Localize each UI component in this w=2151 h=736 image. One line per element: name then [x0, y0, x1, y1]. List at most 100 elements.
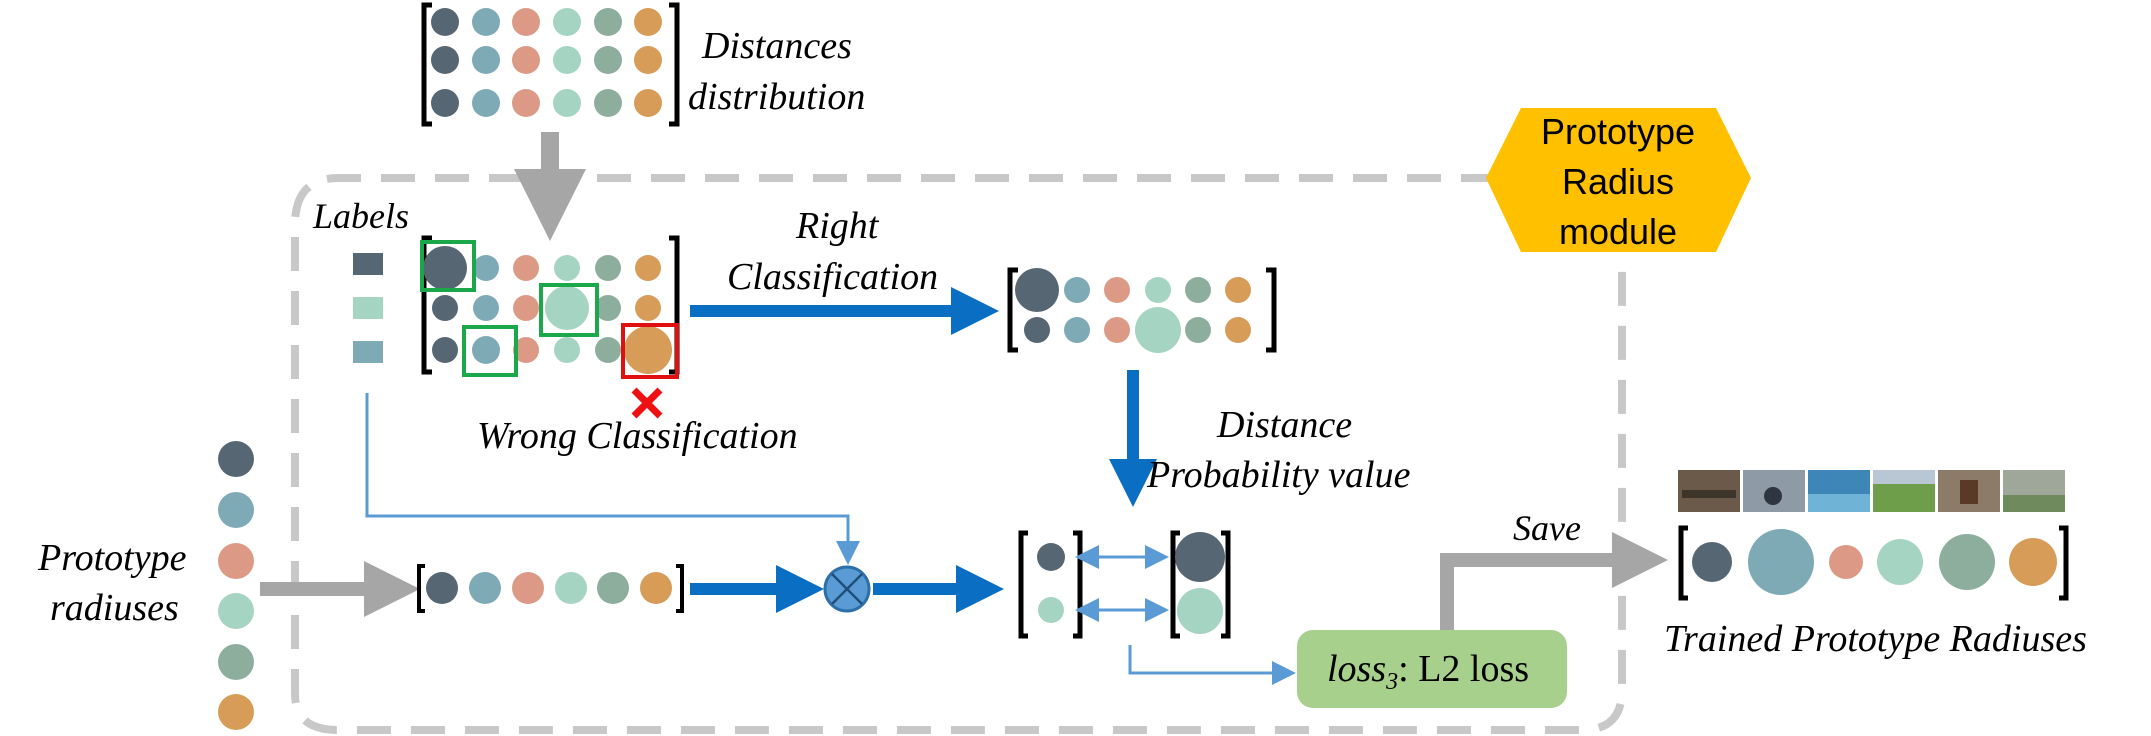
radius-row-dot: [555, 572, 587, 604]
target-probability-matrix: [1170, 530, 1231, 639]
prototype-radius-column: [218, 441, 254, 730]
right-label-line1: Right: [795, 205, 880, 247]
right-classification-matrix: [1007, 267, 1277, 353]
radius-column-dot: [218, 441, 254, 477]
loss-label: loss3: L2 loss: [1327, 648, 1529, 695]
save-arrow: [1440, 532, 1668, 630]
distances-label-line2: distribution: [688, 76, 865, 118]
radius-column-dot: [218, 543, 254, 579]
classification-dot: [472, 336, 500, 364]
trained-label: Trained Prototype Radiuses: [1664, 618, 2087, 660]
trained-radius-dot: [2009, 538, 2057, 586]
distance-dot: [431, 46, 459, 74]
correct-box-2: [539, 283, 599, 337]
classification-dot: [635, 255, 661, 281]
label-swatch-1: [353, 253, 383, 275]
classification-dot: [513, 295, 539, 321]
radius-column-dot: [218, 694, 254, 730]
right-dot: [1225, 317, 1251, 343]
module-line3: module: [1559, 211, 1677, 252]
distance-dot: [472, 46, 500, 74]
classification-dot: [473, 255, 499, 281]
label-swatch-3: [353, 341, 383, 363]
right-dot: [1024, 317, 1050, 343]
classification-dot: [432, 337, 458, 363]
classification-dot: [513, 255, 539, 281]
save-label: Save: [1513, 508, 1581, 548]
trained-radius-matrix: [1678, 525, 2069, 601]
distance-dot: [512, 8, 540, 36]
distance-dot: [431, 8, 459, 36]
distances-label-line1: Distances: [701, 25, 852, 67]
module-line2: Radius: [1562, 161, 1674, 202]
predicted-radius-matrix: [1018, 530, 1083, 639]
to-loss-arrow: [1128, 645, 1296, 685]
trained-radius-dot: [1829, 545, 1863, 579]
right-dot: [1185, 317, 1211, 343]
trained-radius-dot: [1877, 539, 1923, 585]
distance-prob-line2: Probability value: [1146, 454, 1411, 496]
distances-distribution-matrix: [421, 2, 680, 127]
red-x-icon: [631, 387, 663, 419]
distance-dot: [634, 46, 662, 74]
radius-row-dot: [469, 572, 501, 604]
right-dot: [1104, 277, 1130, 303]
label-route-line: [365, 393, 860, 565]
distance-dot: [594, 8, 622, 36]
prototype-radiuses-line2: radiuses: [50, 587, 179, 629]
right-dot: [1064, 317, 1090, 343]
classification-dot: [545, 286, 589, 330]
correct-box-1: [420, 240, 476, 292]
classification-dot: [624, 326, 672, 374]
wrong-box: [621, 323, 679, 379]
right-dot: [1064, 277, 1090, 303]
trained-radius-dot: [1692, 542, 1732, 582]
wrong-classification-label: Wrong Classification: [477, 415, 798, 457]
distance-dot: [553, 8, 581, 36]
right-dot: [1104, 317, 1130, 343]
distance-dot: [553, 89, 581, 117]
labels-title: Labels: [312, 196, 409, 236]
module-boundary: [291, 174, 1626, 734]
classification-dot: [554, 255, 580, 281]
distance-dot: [594, 89, 622, 117]
distance-prob-line1: Distance: [1216, 404, 1352, 446]
distance-dot: [634, 8, 662, 36]
distance-dot: [553, 46, 581, 74]
right-dot: [1185, 277, 1211, 303]
classification-dot: [635, 295, 661, 321]
radius-column-dot: [218, 492, 254, 528]
radius-column-dot: [218, 593, 254, 629]
radius-row-dot: [640, 572, 672, 604]
right-dot: [1015, 268, 1059, 312]
prototype-radius-module-badge: Prototype Radius module: [1486, 108, 1751, 252]
classification-dot: [473, 295, 499, 321]
circled-x-icon: [823, 565, 871, 613]
right-dot: [1145, 277, 1171, 303]
video-thumbnails: [1678, 470, 2065, 512]
radius-row-dot: [597, 572, 629, 604]
module-line1: Prototype: [1541, 111, 1695, 152]
trained-radius-dot: [1939, 534, 1995, 590]
classification-matrix: [420, 235, 680, 379]
right-label-line2: Classification: [727, 256, 938, 298]
classification-dot: [423, 246, 467, 290]
radius-row-dot: [512, 572, 544, 604]
right-dot: [1225, 277, 1251, 303]
distance-dot: [594, 46, 622, 74]
radius-row-dot: [426, 572, 458, 604]
classification-dot: [554, 337, 580, 363]
label-swatch-2: [353, 297, 383, 319]
distance-dot: [472, 89, 500, 117]
distance-dot: [634, 89, 662, 117]
distance-dot: [472, 8, 500, 36]
right-dot: [1135, 307, 1181, 353]
distance-dot: [512, 89, 540, 117]
classification-dot: [513, 337, 539, 363]
trained-radius-dot: [1748, 529, 1814, 595]
classification-dot: [432, 295, 458, 321]
classification-dot: [595, 295, 621, 321]
classification-dot: [595, 337, 621, 363]
correct-box-3: [462, 325, 518, 377]
loss-box: [1297, 630, 1567, 708]
